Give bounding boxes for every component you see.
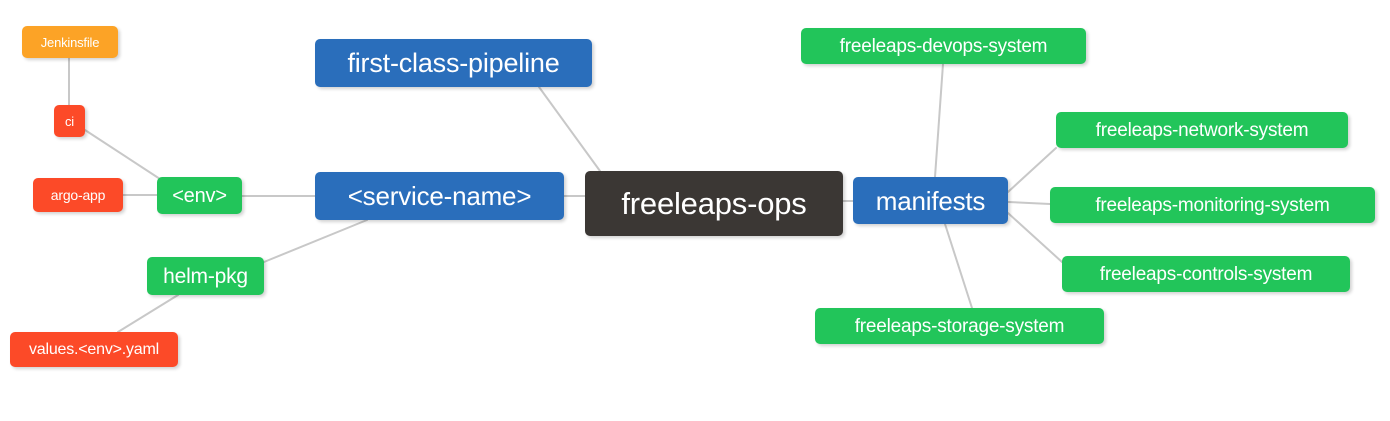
node-label-first-class-pipeline: first-class-pipeline — [347, 47, 560, 78]
node-freeleaps-controls-system[interactable]: freeleaps-controls-system — [1062, 256, 1350, 292]
node-label-manifests: manifests — [875, 185, 986, 216]
edge-manifests-devops — [934, 63, 944, 178]
node-freeleaps-ops[interactable]: freeleaps-ops — [585, 171, 843, 236]
node-freeleaps-storage-system[interactable]: freeleaps-storage-system — [815, 308, 1104, 344]
node-service-name[interactable]: <service-name> — [315, 172, 564, 220]
edge-manifests-storage — [944, 223, 973, 309]
node-label-freeleaps-storage-system: freeleaps-storage-system — [854, 315, 1065, 337]
edge-values-yaml-helm-pkg — [117, 294, 179, 333]
edge-first-class-pipeline-root — [538, 86, 601, 172]
node-freeleaps-monitoring-system[interactable]: freeleaps-monitoring-system — [1050, 187, 1375, 223]
edge-helm-pkg-service-name — [263, 219, 368, 263]
node-ci[interactable]: ci — [54, 105, 85, 137]
node-label-freeleaps-ops: freeleaps-ops — [621, 186, 807, 221]
edge-manifests-monitoring — [1007, 201, 1051, 205]
node-label-ci: ci — [65, 113, 74, 129]
node-label-freeleaps-devops-system: freeleaps-devops-system — [839, 35, 1048, 57]
node-label-values-yaml: values.<env>.yaml — [28, 340, 159, 358]
node-label-env: <env> — [172, 184, 227, 207]
node-label-freeleaps-network-system: freeleaps-network-system — [1095, 119, 1309, 141]
node-manifests[interactable]: manifests — [853, 177, 1008, 224]
node-freeleaps-network-system[interactable]: freeleaps-network-system — [1056, 112, 1348, 148]
edge-ci-env — [84, 129, 161, 180]
node-argo-app[interactable]: argo-app — [33, 178, 123, 212]
node-label-freeleaps-controls-system: freeleaps-controls-system — [1099, 263, 1313, 285]
edge-manifests-network — [1007, 147, 1057, 193]
node-values-yaml[interactable]: values.<env>.yaml — [10, 332, 178, 367]
node-label-freeleaps-monitoring-system: freeleaps-monitoring-system — [1095, 194, 1330, 216]
node-label-service-name: <service-name> — [347, 181, 532, 211]
node-label-jenkinsfile: Jenkinsfile — [40, 34, 100, 50]
node-freeleaps-devops-system[interactable]: freeleaps-devops-system — [801, 28, 1086, 64]
node-first-class-pipeline[interactable]: first-class-pipeline — [315, 39, 592, 87]
node-jenkinsfile[interactable]: Jenkinsfile — [22, 26, 118, 58]
node-helm-pkg[interactable]: helm-pkg — [147, 257, 264, 295]
node-label-helm-pkg: helm-pkg — [163, 264, 248, 288]
node-env[interactable]: <env> — [157, 177, 242, 214]
node-label-argo-app: argo-app — [50, 187, 106, 203]
